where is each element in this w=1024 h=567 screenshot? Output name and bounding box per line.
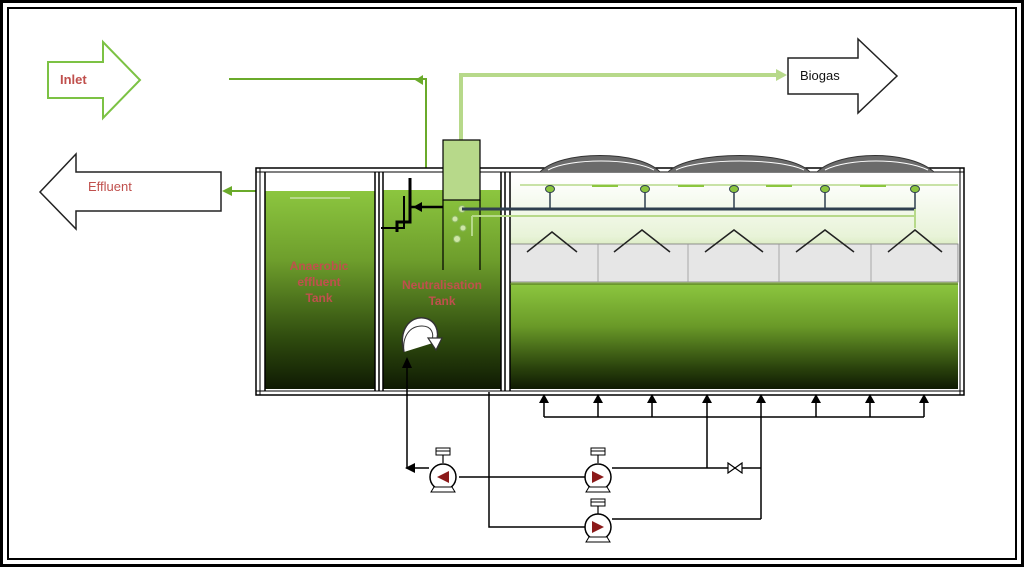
gate-valve-icon bbox=[727, 461, 743, 475]
inlet-label: Inlet bbox=[60, 72, 87, 87]
biogas-arrow: Biogas bbox=[787, 37, 899, 115]
feed-distribution-pipes bbox=[543, 399, 925, 519]
neutralisation-label-line2: Tank bbox=[428, 294, 455, 308]
pump1-discharge-arrowhead bbox=[405, 463, 415, 473]
curved-arrow-mixer-icon bbox=[401, 317, 443, 353]
effluent-arrow: Effluent bbox=[38, 152, 222, 231]
anaerobic-label-line3: Tank bbox=[305, 291, 332, 305]
biogas-label: Biogas bbox=[800, 68, 840, 83]
biogas-pipe bbox=[459, 69, 787, 140]
digester-tank bbox=[462, 155, 959, 391]
inlet-arrow: Inlet bbox=[47, 39, 142, 121]
return-arrowhead bbox=[402, 357, 412, 368]
centrifugal-pump-icon bbox=[584, 447, 612, 493]
anaerobic-label-line2: effluent bbox=[297, 275, 340, 289]
effluent-label: Effluent bbox=[88, 179, 132, 194]
anaerobic-effluent-tank: Anaerobic effluent Tank bbox=[264, 172, 380, 391]
neutralisation-tank: Neutralisation Tank bbox=[381, 139, 506, 391]
centrifugal-pump-icon bbox=[584, 498, 612, 543]
neutralisation-label-line1: Neutralisation bbox=[402, 278, 482, 292]
centrifugal-pump-icon bbox=[429, 447, 457, 493]
feed-arrowheads bbox=[539, 394, 929, 403]
anaerobic-label-line1: Anaerobic bbox=[290, 259, 349, 273]
